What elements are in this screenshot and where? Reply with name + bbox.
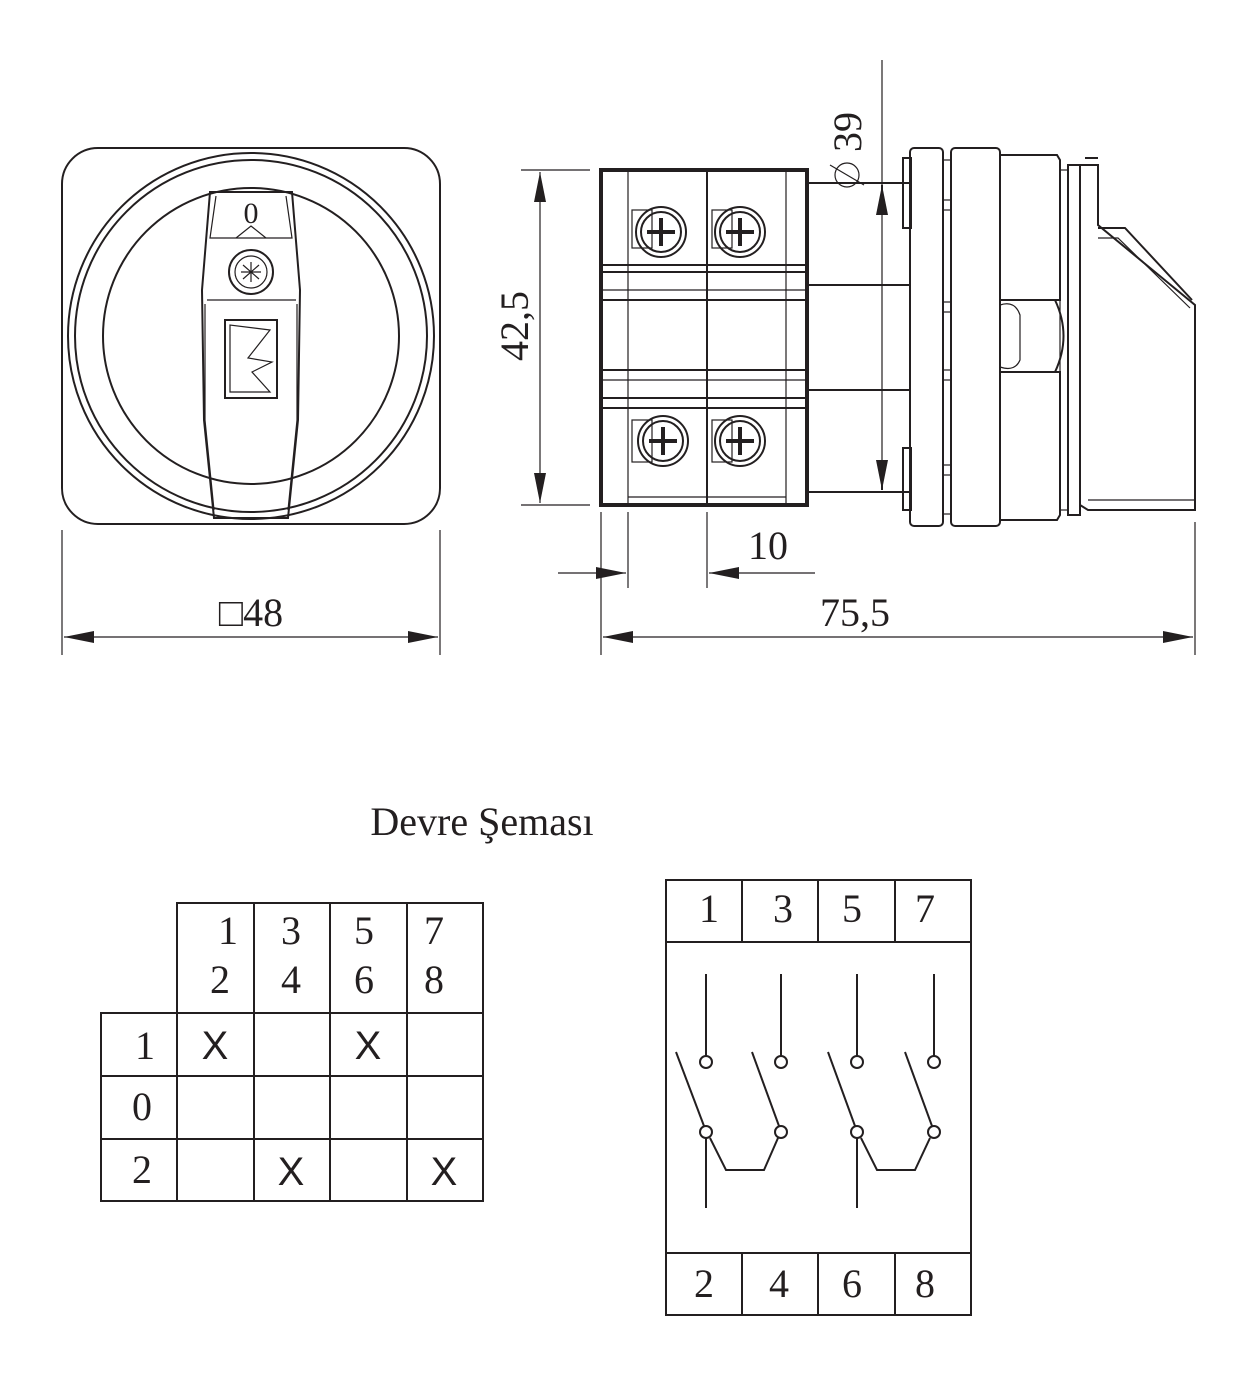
terminal-screw-icon (711, 206, 766, 258)
dim-front-square: □48 (219, 590, 283, 635)
diameter-symbol-icon (834, 162, 860, 188)
screw-icon (228, 249, 274, 295)
terminal-top-label: 3 (773, 886, 793, 931)
table-header-top: 3 (281, 908, 301, 953)
knob-handle[interactable] (200, 191, 302, 519)
dim-total-length-label: 75,5 (820, 590, 890, 635)
outer-ring-inner (74, 159, 428, 513)
contact-pair (827, 974, 941, 1208)
terminal-bottom-label: 8 (915, 1261, 935, 1306)
dimension-height: 42,5 (492, 169, 590, 506)
terminal-top-label: 7 (915, 886, 935, 931)
terminal-top-label: 1 (699, 886, 719, 931)
knob-handle-side (1079, 164, 1196, 511)
dimension-offset: 10 (558, 512, 815, 655)
knob-pointer-icon (235, 225, 267, 239)
dim-offset-label: 10 (748, 523, 788, 568)
table-row-position: 2 (132, 1147, 152, 1192)
front-bezel (950, 147, 1001, 527)
inner-ring (102, 187, 400, 485)
front-view: 0 (61, 147, 441, 525)
terminal-bottom-label: 4 (769, 1261, 789, 1306)
table-row-position: 1 (135, 1023, 155, 1068)
table-header-bottom: 6 (354, 957, 374, 1002)
knob-cam (1002, 299, 1065, 373)
table-header-top: 5 (354, 908, 374, 953)
circuit-diagram: 1 3 5 7 2 4 6 8 (665, 879, 972, 1316)
mounting-plate (909, 147, 944, 527)
terminal-screw-icon (711, 415, 766, 467)
dim-diameter-label: 39 (825, 112, 870, 152)
knob-left-edge (204, 304, 215, 511)
side-view (599, 147, 1196, 527)
schema-title: Devre Şeması (370, 799, 593, 844)
dimension-total-length: 75,5 (603, 522, 1196, 655)
terminal-screw-icon (631, 415, 689, 467)
table-header-bottom: 2 (210, 957, 230, 1002)
dimension-diameter: 39 (825, 60, 888, 490)
table-row-position: 0 (132, 1084, 152, 1129)
terminal-block (599, 168, 809, 507)
contact-pair (675, 974, 788, 1208)
table-header-bottom: 4 (281, 957, 301, 1002)
table-cell: X (355, 1024, 382, 1068)
terminal-bottom-label: 2 (694, 1261, 714, 1306)
knob-position-label: 0 (244, 197, 259, 230)
front-plate (61, 147, 441, 525)
knob-right-edge (287, 304, 298, 511)
brand-logo-icon (224, 319, 278, 399)
terminal-bottom-label: 6 (842, 1261, 862, 1306)
dimension-front-width: □48 (61, 530, 441, 655)
table-cell: X (431, 1150, 458, 1194)
terminal-top-label: 5 (842, 886, 862, 931)
table-header-bottom: 8 (424, 957, 444, 1002)
switching-table: 1 2 3 4 5 6 7 8 1 0 2 X X X X (100, 902, 484, 1202)
dim-height-label: 42,5 (492, 291, 537, 361)
table-cell: X (202, 1024, 229, 1068)
table-header-top: 7 (424, 908, 444, 953)
table-cell: X (278, 1150, 305, 1194)
knob-top-groove (209, 195, 293, 239)
terminal-screw-icon (631, 206, 687, 258)
table-header-top: 1 (218, 908, 238, 953)
